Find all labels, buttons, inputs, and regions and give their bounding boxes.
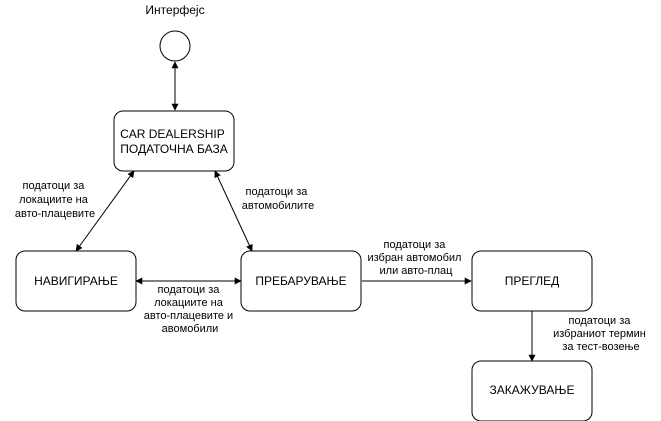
database-node-line-2: ПОДАТОЧНА БАЗА [120, 142, 227, 156]
edge-database-search [214, 170, 253, 252]
edge-label-line: авто-плацевите [15, 208, 95, 220]
interface-node [159, 30, 191, 62]
edge-label-review-booking: податоци за избраниот термин за тест-воз… [553, 315, 649, 353]
edge-label-line: податоци за [384, 239, 447, 251]
edge-label-line: автомобилите [242, 200, 314, 212]
edge-label-line: за тест-возење [562, 341, 639, 353]
edge-label-line: или авто-плац [380, 265, 454, 277]
edge-label-line: податоци за [246, 186, 309, 198]
edge-label-line: авомобили [162, 323, 219, 335]
edge-label-search-review: податоци за избран автомобил или авто-пл… [367, 239, 464, 277]
edge-label-line: избран автомобил [367, 252, 461, 264]
booking-node-label: ЗАКАЖУВАЊЕ [490, 383, 575, 397]
search-node-label: ПРЕБАРУВАЊЕ [255, 274, 346, 288]
edge-label-line: локациите на [19, 194, 89, 206]
search-node [240, 250, 362, 312]
review-node-label: ПРЕГЛЕД [505, 274, 559, 288]
review-node [471, 250, 593, 312]
edge-label-line: податоци за [158, 284, 221, 296]
interface-label: Интерфејс [145, 3, 204, 17]
edge-label-line: податоци за [569, 315, 632, 327]
database-node-label: CAR DEALERSHIP ПОДАТОЧНА БАЗА [120, 127, 228, 156]
edge-label-database-search: податоци за автомобилите [242, 186, 314, 212]
edge-label-database-navigation: податоци за локациите на авто-плацевите [15, 180, 95, 220]
navigation-node [15, 250, 137, 312]
database-node-line-1: CAR DEALERSHIP [120, 127, 225, 141]
edge-label-line: избраниот термин [553, 328, 646, 340]
navigation-node-label: НАВИГИРАЊЕ [34, 274, 118, 288]
edge-label-line: податоци за [23, 180, 86, 192]
edge-label-line: авто-плацевите и [144, 310, 233, 322]
database-node [113, 110, 235, 172]
edge-label-background [374, 262, 470, 276]
edge-database-navigation [75, 170, 135, 252]
booking-node [471, 360, 593, 421]
edge-label-line: локациите на [154, 297, 224, 309]
edge-label-navigation-search: податоци за локациите на авто-плацевите … [144, 284, 237, 335]
